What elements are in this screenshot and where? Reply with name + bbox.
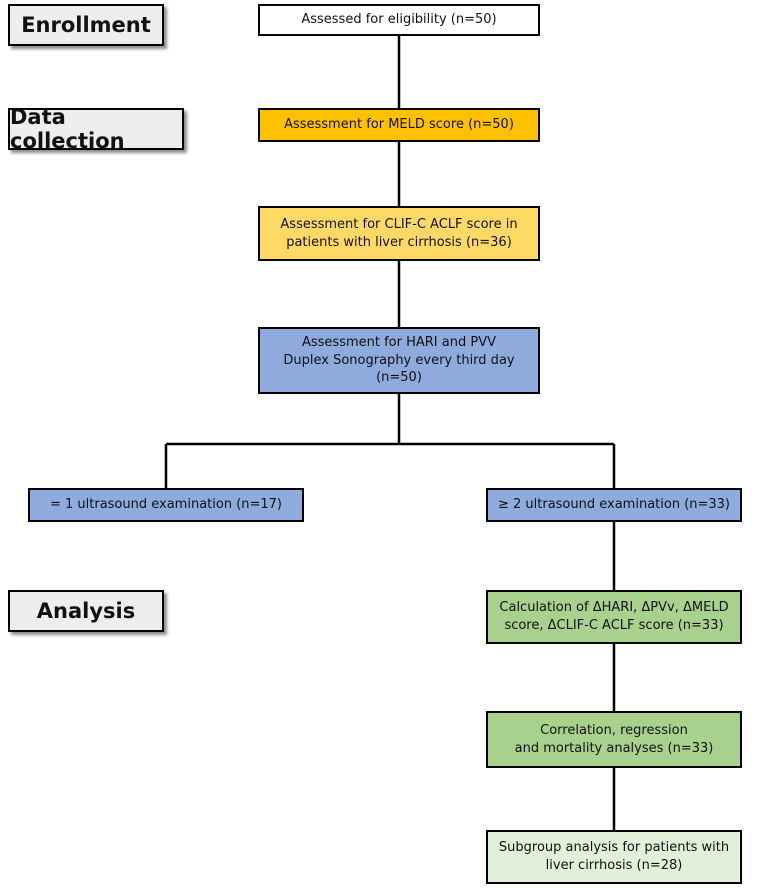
stage-analysis-label: Analysis — [36, 599, 136, 623]
stage-enrollment-label: Enrollment — [21, 13, 151, 37]
box-subgroup-text: Subgroup analysis for patients with live… — [498, 840, 730, 873]
stage-analysis: Analysis — [8, 590, 164, 632]
box-calculation: Calculation of ΔHARI, ΔPVv, ΔMELD score,… — [486, 590, 742, 644]
box-one-exam: = 1 ultrasound examination (n=17) — [28, 488, 304, 522]
box-subgroup: Subgroup analysis for patients with live… — [486, 830, 742, 884]
box-eligibility: Assessed for eligibility (n=50) — [258, 4, 540, 36]
box-two-exam-text: ≥ 2 ultrasound examination (n=33) — [497, 497, 731, 513]
box-eligibility-text: Assessed for eligibility (n=50) — [301, 12, 497, 28]
box-calculation-text: Calculation of ΔHARI, ΔPVv, ΔMELD score,… — [499, 600, 729, 633]
stage-enrollment: Enrollment — [8, 4, 164, 46]
box-correlation-text: Correlation, regression and mortality an… — [514, 722, 714, 756]
box-meld-text: Assessment for MELD score (n=50) — [284, 117, 514, 133]
box-two-exam: ≥ 2 ultrasound examination (n=33) — [486, 488, 742, 522]
stage-data-collection: Data collection — [8, 105, 184, 153]
stage-data-collection-label: Data collection — [10, 105, 125, 153]
box-clif-text: Assessment for CLIF-C ACLF score in pati… — [280, 216, 518, 250]
box-one-exam-text: = 1 ultrasound examination (n=17) — [49, 497, 283, 513]
box-hari-pvv: Assessment for HARI and PVV Duplex Sonog… — [258, 327, 540, 394]
box-meld: Assessment for MELD score (n=50) — [258, 108, 540, 142]
box-hari-pvv-text: Assessment for HARI and PVV Duplex Sonog… — [283, 335, 515, 386]
box-clif: Assessment for CLIF-C ACLF score in pati… — [258, 206, 540, 261]
box-correlation: Correlation, regression and mortality an… — [486, 711, 742, 768]
